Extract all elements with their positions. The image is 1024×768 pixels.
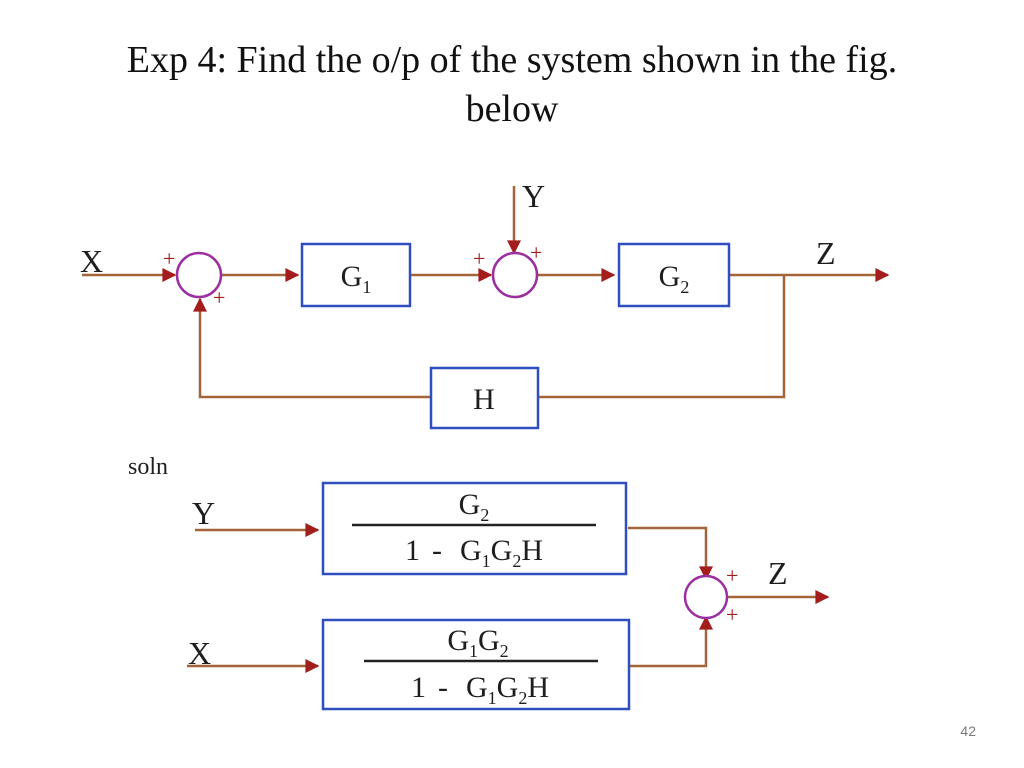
soln-bottom-block [321,618,631,711]
soln-plus-sign-bottom: + [726,602,738,627]
g2-label: G2 [659,260,690,297]
soln-bottom-to-sum-line [628,615,713,668]
slide-title: Exp 4: Find the o/p of the system shown … [62,36,962,134]
g1-label: G1 [341,260,372,297]
slide-number: 42 [960,723,976,739]
plus-sign-sum2-top: + [530,240,542,265]
soln-z-output-label: Z [768,555,788,591]
x-input-label: X [80,243,103,279]
feedback-line-right [538,275,786,399]
plus-sign-sum1-left: + [163,246,175,271]
plus-sign-sum2-left: + [473,246,485,271]
title-line-2: below [465,88,559,130]
z-output-label: Z [816,235,836,271]
summing-junction-1 [175,251,223,299]
feedback-line-left [193,297,431,399]
soln-top-block [321,481,628,576]
g1-main: G [341,260,363,293]
g2-block [617,242,731,308]
h-block [429,366,540,430]
soln-top-to-sum-line [628,526,713,581]
title-line-1: Exp 4: Find the o/p of the system shown … [126,39,898,81]
soln-y-input-label: Y [192,495,215,531]
g1-block [300,242,412,308]
soln-bottom-denominator: 1-G1G2H [411,671,549,708]
y-input-label: Y [522,178,545,214]
h-label: H [473,383,495,416]
soln-bottom-numerator: G1G2 [447,624,508,661]
soln-x-input-label: X [188,635,211,671]
soln-label: soln [128,454,168,480]
soln-summing-junction [683,574,729,620]
plus-sign-sum1-bottom: + [213,285,225,310]
soln-plus-sign-top: + [726,563,738,588]
summing-junction-2 [491,251,539,299]
soln-top-denominator: 1-G1G2H [405,534,543,571]
g1-subscript: 1 [362,277,371,297]
soln-top-numerator: G2 [459,488,490,525]
g2-main: G [659,260,681,293]
g2-subscript: 2 [680,277,689,297]
